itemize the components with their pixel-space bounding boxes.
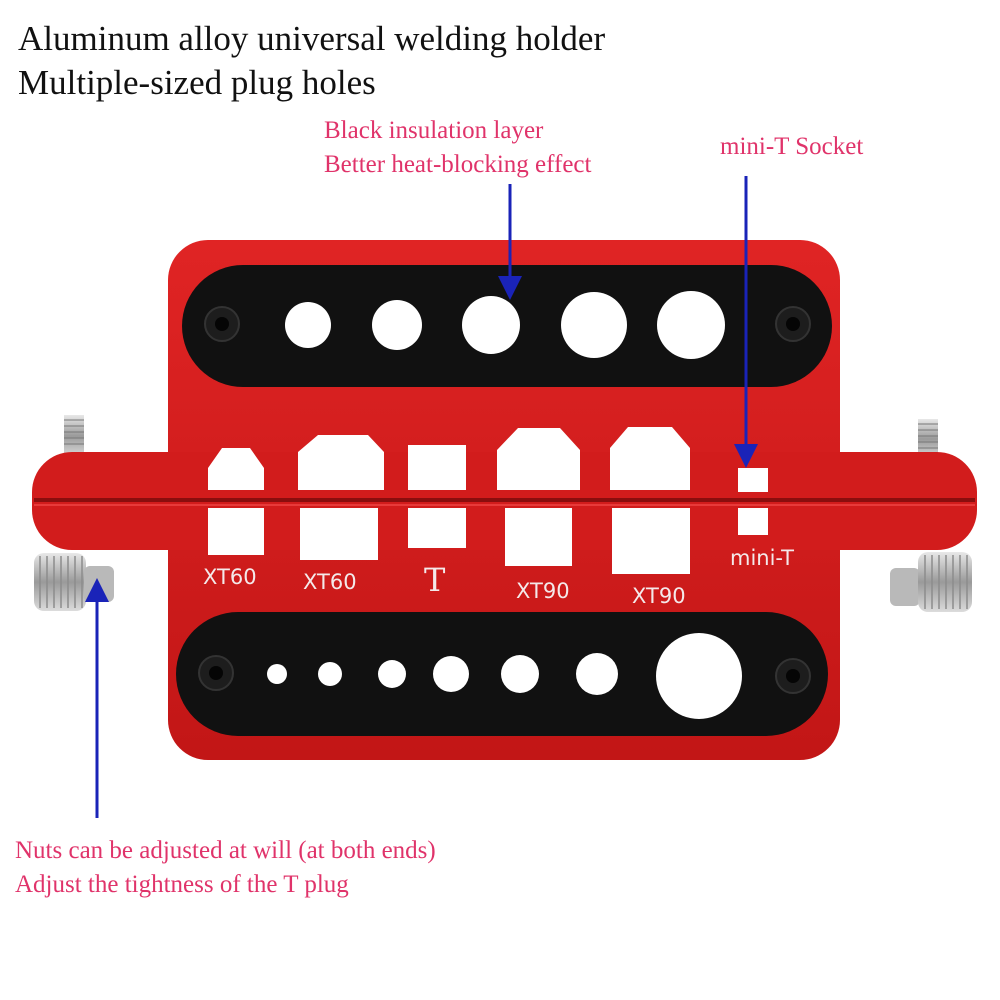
left-stud [64, 415, 84, 457]
slot-xt60-2 [298, 435, 384, 560]
nuts-callout-line-1: Nuts can be adjusted at will (at both en… [15, 837, 436, 864]
slot-xt90-2 [610, 427, 690, 574]
plug-slots [208, 427, 768, 574]
nuts-callout-line-2: Adjust the tightness of the T plug [15, 871, 349, 898]
slot-label-xt60-2: XT60 [303, 570, 357, 594]
slot-xt90-1 [497, 428, 580, 566]
headline-line-1: Aluminum alloy universal welding holder [18, 19, 606, 58]
slot-label-xt60-1: XT60 [203, 565, 257, 589]
left-knurled-nut [34, 553, 114, 611]
nuts-callout: Nuts can be adjusted at will (at both en… [15, 834, 436, 902]
slot-mini-t [738, 468, 768, 535]
bottom-insulation-strip [176, 612, 828, 736]
headline-line-2: Multiple-sized plug holes [18, 63, 376, 102]
mini-t-callout-line-1: mini-T Socket [720, 133, 864, 160]
mini-t-callout: mini-T Socket [720, 130, 863, 164]
insulation-callout: Black insulation layer Better heat-block… [324, 114, 591, 182]
insulation-callout-line-1: Black insulation layer [324, 117, 544, 144]
slot-label-xt90-2: XT90 [632, 584, 686, 608]
right-stud [918, 419, 938, 459]
slot-t [408, 445, 466, 548]
slot-label-mini-t: mini-T [730, 546, 794, 570]
slot-xt60-1 [208, 448, 264, 555]
right-knurled-nut [890, 552, 972, 612]
insulation-callout-line-2: Better heat-blocking effect [324, 151, 592, 178]
slot-label-xt90-1: XT90 [516, 579, 570, 603]
top-insulation-strip [182, 265, 832, 387]
slot-label-t: T [424, 561, 446, 599]
